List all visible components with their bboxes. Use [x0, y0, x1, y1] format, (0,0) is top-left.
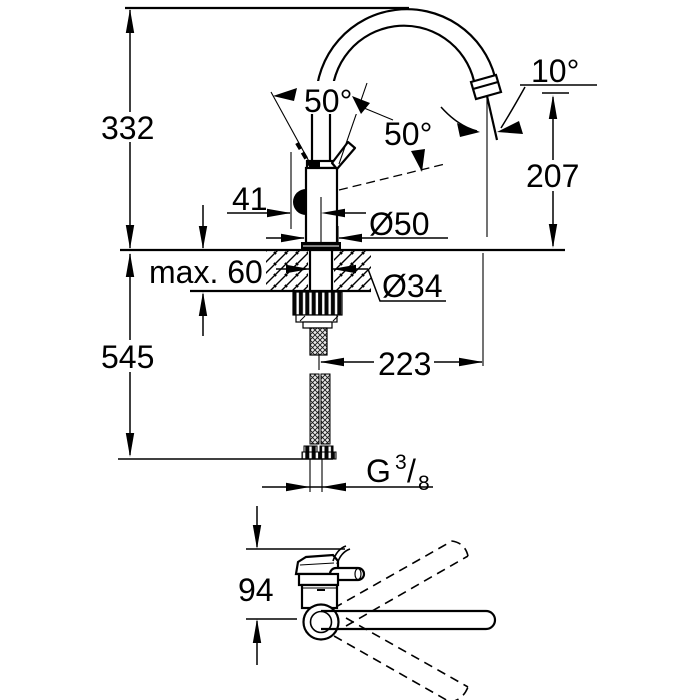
spout-outlet — [469, 73, 503, 101]
spout-outer-arc — [314, 8, 497, 101]
dim-332: 332 — [101, 6, 409, 249]
arrowhead — [252, 619, 262, 643]
dim-label-223: 223 — [378, 346, 431, 382]
arrowhead — [125, 9, 135, 33]
fitting-base — [301, 451, 337, 460]
mounting-nut — [292, 291, 343, 316]
dim-41: 41 — [227, 152, 366, 242]
plan-spout-dashed-upper — [345, 555, 469, 627]
arrowhead — [125, 225, 135, 249]
arrowhead — [198, 226, 208, 249]
arrowhead — [457, 123, 480, 137]
swing-line-left — [270, 91, 312, 166]
dim-545: 545 — [101, 253, 333, 460]
spout-inner-arc — [330, 24, 476, 101]
pivot-bump — [293, 189, 306, 215]
thread-label-numerator: 3 — [395, 451, 407, 474]
dim-label-332: 332 — [101, 110, 154, 146]
dim-handle-swing: 50° — [270, 81, 394, 166]
lever-handle-dashed — [295, 141, 312, 167]
dim-223: 223 — [318, 253, 484, 382]
arrowhead — [286, 264, 310, 274]
faucet-front — [292, 8, 503, 460]
arrowhead — [125, 253, 135, 277]
plan-spout — [321, 609, 497, 631]
dim-g38: G 3 / 8 — [262, 451, 433, 495]
dim-label-outlet-angle: 10° — [531, 53, 579, 89]
dim-label-d34: Ø34 — [382, 268, 442, 304]
leader-line — [367, 268, 446, 302]
collar-detail — [309, 162, 320, 168]
dim-d34: Ø34 — [276, 264, 446, 304]
thread-label-slash: / — [407, 453, 416, 489]
dim-label-94: 94 — [238, 572, 274, 608]
dim-label-handle-swing: 50° — [304, 83, 352, 119]
dim-label-d50: Ø50 — [369, 206, 429, 242]
arrowhead — [286, 482, 310, 492]
arrowhead — [497, 121, 523, 134]
arrowhead — [322, 482, 346, 492]
top-view: 94 — [238, 506, 497, 700]
plan-spout-dashed-cap — [454, 686, 469, 700]
dim-max60: max. 60 — [149, 205, 263, 336]
dim-label-max60: max. 60 — [149, 254, 263, 290]
plan-lever-break-mark — [336, 548, 351, 565]
arrowhead — [459, 357, 483, 367]
arrowhead — [352, 96, 370, 114]
dim-label-spout-swivel: 50° — [384, 116, 432, 152]
braided-shank — [309, 327, 328, 356]
arrowhead — [548, 224, 558, 248]
swivel-dashed-line — [338, 163, 446, 191]
front-view: 50° 50° 10° 332 — [101, 6, 597, 495]
arrowhead — [125, 433, 135, 457]
plan-handle-line — [299, 562, 335, 566]
dim-94: 94 — [238, 506, 345, 665]
arrowhead — [252, 525, 262, 549]
plan-lever-break-mark — [332, 545, 347, 562]
label-mask — [297, 81, 361, 114]
thread-label-denominator: 8 — [418, 472, 430, 495]
supply-hose-left — [309, 373, 320, 445]
arrowhead — [411, 149, 425, 172]
plan-swivel-positions — [333, 540, 469, 700]
dim-label-207: 207 — [526, 158, 579, 194]
arrowhead — [338, 233, 362, 243]
plan-spout-dashed-cap — [451, 540, 469, 557]
plan-spout-dashed-upper — [333, 540, 453, 609]
arrowhead — [198, 292, 208, 316]
dim-label-41: 41 — [232, 181, 268, 217]
arrow-tail — [363, 107, 394, 121]
dim-207: 207 — [526, 92, 579, 248]
plan-handle-skirt — [297, 572, 340, 587]
arrowhead — [332, 264, 356, 274]
arrowhead — [548, 95, 558, 119]
dim-spout-swivel: 50° — [338, 116, 446, 191]
arrowhead — [320, 357, 344, 367]
arrowhead — [273, 88, 297, 101]
arrowhead — [321, 208, 345, 218]
dim-label-545: 545 — [101, 339, 154, 375]
arrowhead — [267, 208, 291, 218]
dim-outlet-angle: 10° — [440, 53, 597, 137]
outlet-band — [472, 80, 499, 91]
flow-line — [485, 95, 499, 141]
swing-line-right — [338, 82, 368, 165]
arrowhead — [281, 233, 305, 243]
washer-tick — [332, 315, 339, 322]
washer-tick — [299, 315, 306, 322]
angle-arc-right — [500, 86, 526, 129]
supply-hose-right — [320, 373, 331, 445]
dim-d50: Ø50 — [266, 206, 448, 244]
lever-handle — [330, 140, 357, 171]
faucet-plan — [294, 545, 497, 641]
thread-label-g: G — [366, 453, 391, 489]
nut-base — [302, 321, 333, 329]
plan-lever-rod-cap — [354, 567, 362, 581]
plan-spout-dashed-lower — [333, 635, 449, 700]
